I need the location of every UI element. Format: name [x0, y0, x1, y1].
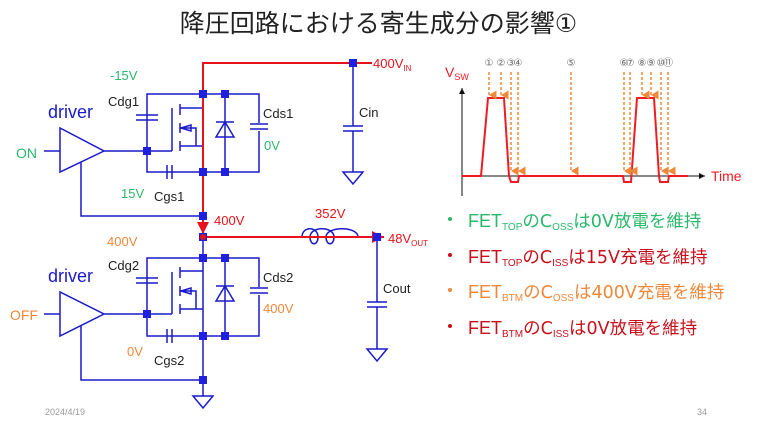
page-number: 34: [697, 407, 708, 417]
bullet-item: FETBTMのCISSは0V放電を維持: [448, 313, 724, 349]
bullet-fet-sub: BTM: [502, 328, 524, 340]
bullet-dot-icon: [448, 288, 452, 292]
bottom-cds-label: Cds2: [263, 270, 293, 285]
bottom-driver: [44, 290, 203, 381]
top-cdg-label: Cdg1: [108, 94, 139, 109]
top-cds-label: Cds1: [263, 106, 293, 121]
bullet-cap: のC: [522, 212, 553, 232]
bottom-cdg-voltage: 400V: [107, 234, 138, 249]
top-driver-label: driver: [48, 102, 93, 122]
top-cgs-voltage: 15V: [121, 186, 144, 201]
bullet-fet-sub: TOP: [502, 222, 523, 233]
cout-ground-icon: [365, 348, 389, 363]
top-cdg-voltage: -15V: [110, 68, 138, 83]
cin-label: Cin: [359, 105, 379, 120]
bullet-dot-icon: [448, 252, 452, 257]
bullet-text: は15V充電を維持: [568, 247, 708, 268]
time-marker-label: ④: [514, 58, 523, 69]
time-marker-label: ⑥: [620, 58, 629, 69]
bottom-cgs-label: Cgs2: [154, 353, 184, 368]
time-marker-label: ②: [497, 58, 506, 69]
x-axis-label: Time: [711, 168, 742, 184]
bullet-text: は0V放電を維持: [568, 318, 698, 339]
time-marker-label: ⑦: [626, 58, 635, 69]
sw-node-voltage: 400V: [214, 213, 245, 228]
top-fet: [136, 93, 268, 179]
bottom-cgs-voltage: 0V: [127, 344, 143, 359]
inductor-voltage: 352V: [315, 206, 346, 221]
cin-ground-icon: [341, 171, 365, 186]
time-marker-label: ⑪: [663, 57, 673, 69]
bullet-fet: FET: [468, 282, 502, 302]
bullet-item: FETTOPのCOSSは0V放電を維持: [448, 206, 724, 242]
bullet-text: は0V放電を維持: [573, 212, 702, 232]
bullet-cap: のC: [522, 247, 553, 268]
cout-branch: [365, 237, 389, 363]
top-cds-voltage: 0V: [264, 138, 280, 153]
top-driver-input-label: ON: [16, 145, 37, 161]
bullet-fet: FET: [468, 211, 502, 231]
bullet-fet: FET: [468, 317, 502, 338]
time-marker-label: ⑨: [647, 58, 656, 69]
bottom-cdg-label: Cdg2: [108, 258, 139, 273]
bullet-cap-sub: OSS: [552, 293, 574, 304]
bullet-fet-sub: TOP: [502, 257, 523, 269]
bottom-cds-voltage: 400V: [263, 301, 294, 316]
bullet-dot-icon: [448, 217, 452, 221]
bullet-fet-sub: BTM: [502, 293, 524, 304]
y-axis-label: VSW: [445, 64, 469, 82]
cout-label: Cout: [383, 281, 411, 296]
top-driver-buffer-icon: [59, 126, 106, 174]
bullet-dot-icon: [448, 323, 452, 328]
time-marker-label: ⑧: [638, 58, 647, 69]
top-cgs-label: Cgs1: [154, 189, 184, 204]
bullet-cap-sub: ISS: [552, 257, 569, 269]
vin-to-sw-path: [202, 62, 372, 237]
time-marker-label: ③: [507, 58, 516, 69]
bullet-item: FETTOPのCISSは15V充電を維持: [448, 242, 724, 278]
bullet-cap: のC: [523, 318, 553, 339]
bullet-text: は400V充電を維持: [573, 283, 725, 303]
bottom-driver-input-label: OFF: [10, 307, 38, 323]
bottom-fet: [136, 237, 268, 410]
top-driver: [44, 126, 203, 217]
bullet-cap-sub: OSS: [552, 222, 574, 233]
time-marker-label: ⑤: [567, 58, 576, 69]
inductor: [301, 228, 359, 245]
cin-branch: [341, 63, 365, 186]
vin-label: 400VIN: [373, 56, 412, 73]
bullet-item: FETBTMのCOSSは400V充電を維持: [448, 277, 724, 313]
bottom-ground-icon: [191, 395, 215, 410]
bottom-driver-label: driver: [48, 266, 93, 286]
time-marker-label: ①: [485, 58, 494, 69]
vsw-trace: [462, 97, 688, 183]
bottom-driver-buffer-icon: [59, 290, 106, 338]
footer-date: 2024/4/19: [45, 407, 86, 417]
bullet-cap-sub: ISS: [552, 328, 569, 340]
slide-title: 降圧回路における寄生成分の影響①: [179, 9, 578, 38]
vout-label: 48VOUT: [388, 231, 428, 248]
time-marker-label: ⑩: [657, 58, 666, 69]
bullet-fet: FET: [468, 246, 502, 267]
bullet-cap: のC: [523, 283, 553, 303]
